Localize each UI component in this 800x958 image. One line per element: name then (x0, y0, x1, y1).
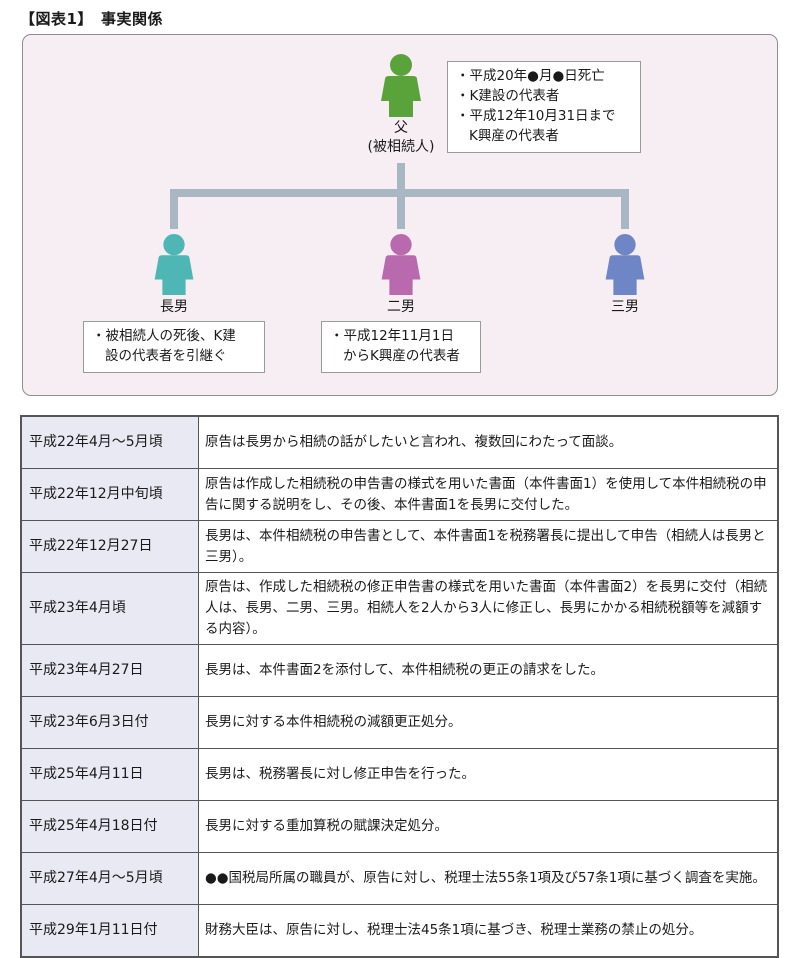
timeline-date: 平成25年4月18日付 (20, 800, 199, 853)
timeline-date: 平成29年1月11日付 (20, 904, 199, 958)
eldest-son-note-line: 設の代表者を引継ぐ (105, 348, 227, 364)
timeline-date: 平成22年4月～5月頃 (20, 415, 199, 469)
timeline-event: 原告は、作成した相続税の修正申告書の様式を用いた書面（本件書面2）を長男に交付（… (198, 572, 779, 645)
timeline-row: 平成22年12月27日 長男は、本件相続税の申告書として、本件書面1を税務署長に… (20, 520, 779, 573)
timeline-row: 平成23年4月頃 原告は、作成した相続税の修正申告書の様式を用いた書面（本件書面… (20, 572, 779, 645)
timeline-event: 長男は、本件相続税の申告書として、本件書面1を税務署長に提出して申告（相続人は長… (198, 520, 779, 573)
timeline-row: 平成25年4月11日 長男は、税務署長に対し修正申告を行った。 (20, 748, 779, 801)
timeline-event: 財務大臣は、原告に対し、税理士法45条1項に基づき、税理士業務の禁止の処分。 (198, 904, 779, 958)
timeline-event: 長男は、本件書面2を添付して、本件相続税の更正の請求をした。 (198, 644, 779, 697)
father-person-icon (379, 53, 423, 117)
timeline-event: ●●国税局所属の職員が、原告に対し、税理士法55条1項及び57条1項に基づく調査… (198, 852, 779, 905)
second-son-note: ・平成12年11月1日 からK興産の代表者 (321, 321, 481, 373)
timeline-date: 平成22年12月中旬頃 (20, 468, 199, 521)
timeline-row: 平成27年4月～5月頃 ●●国税局所属の職員が、原告に対し、税理士法55条1項及… (20, 852, 779, 905)
timeline-row: 平成23年4月27日 長男は、本件書面2を添付して、本件相続税の更正の請求をした… (20, 644, 779, 697)
timeline-row: 平成29年1月11日付 財務大臣は、原告に対し、税理士法45条1項に基づき、税理… (20, 904, 779, 958)
timeline-date: 平成22年12月27日 (20, 520, 199, 573)
timeline-event: 長男に対する重加算税の賦課決定処分。 (198, 800, 779, 853)
timeline-date: 平成23年4月27日 (20, 644, 199, 697)
timeline-date: 平成23年4月頃 (20, 572, 199, 645)
timeline-date: 平成25年4月11日 (20, 748, 199, 801)
second-son-note-line: からK興産の代表者 (343, 348, 460, 364)
timeline-date: 平成27年4月～5月頃 (20, 852, 199, 905)
second-son-person-icon (379, 233, 423, 295)
father-note-line: ・平成20年●月●日死亡 (456, 68, 605, 84)
eldest-son-label: 長男 (160, 299, 188, 315)
father-note-line: ・平成12年10月31日まで (456, 108, 616, 124)
timeline-event: 長男は、税務署長に対し修正申告を行った。 (198, 748, 779, 801)
eldest-son-note-line: ・被相続人の死後、K建 (92, 328, 236, 344)
second-son-note-line: ・平成12年11月1日 (330, 328, 454, 344)
timeline-date: 平成23年6月3日付 (20, 696, 199, 749)
father-note-line: K興産の代表者 (469, 128, 559, 144)
timeline-event: 原告は長男から相続の話がしたいと言われ、複数回にわたって面談。 (198, 415, 779, 469)
family-diagram: 父 (被相続人) ・平成20年●月●日死亡 ・K建設の代表者 ・平成12年10月… (22, 34, 778, 396)
timeline-event: 長男に対する本件相続税の減額更正処分。 (198, 696, 779, 749)
eldest-son-note: ・被相続人の死後、K建 設の代表者を引継ぐ (83, 321, 265, 373)
second-son-label: 二男 (387, 299, 415, 315)
timeline-row: 平成22年4月～5月頃 原告は長男から相続の話がしたいと言われ、複数回にわたって… (20, 415, 779, 469)
timeline-row: 平成25年4月18日付 長男に対する重加算税の賦課決定処分。 (20, 800, 779, 853)
timeline-row: 平成23年6月3日付 長男に対する本件相続税の減額更正処分。 (20, 696, 779, 749)
third-son-label: 三男 (611, 299, 639, 315)
father-note-line: ・K建設の代表者 (456, 88, 560, 104)
timeline-table: 平成22年4月～5月頃 原告は長男から相続の話がしたいと言われ、複数回にわたって… (20, 415, 779, 958)
family-connector-lines (170, 163, 629, 229)
father-note: ・平成20年●月●日死亡 ・K建設の代表者 ・平成12年10月31日まで K興産… (447, 61, 641, 153)
timeline-row: 平成22年12月中旬頃 原告は作成した相続税の申告書の様式を用いた書面（本件書面… (20, 468, 779, 521)
third-son-person-icon (603, 233, 647, 295)
father-label: 父 (被相続人) (367, 120, 435, 155)
eldest-son-person-icon (152, 233, 196, 295)
figure-title: 【図表1】 事実関係 (20, 10, 163, 28)
timeline-event: 原告は作成した相続税の申告書の様式を用いた書面（本件書面1）を使用して本件相続税… (198, 468, 779, 521)
